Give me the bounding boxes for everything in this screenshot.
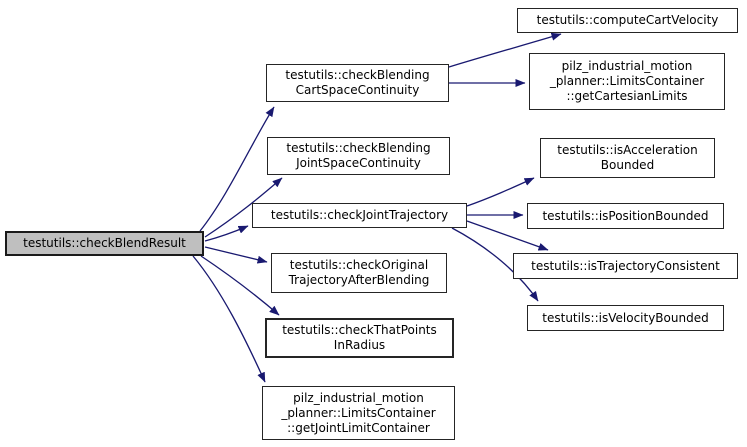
node-checkOriginalTrajectoryAfterBlending[interactable]: testutils::checkOriginal TrajectoryAfter…	[271, 253, 447, 293]
node-isAccelerationBounded[interactable]: testutils::isAcceleration Bounded	[540, 138, 715, 178]
node-computeCartVelocity[interactable]: testutils::computeCartVelocity	[517, 8, 738, 33]
node-checkBlendResult: testutils::checkBlendResult	[5, 231, 204, 256]
edge-checkBlendResult-checkBlendingJointSpaceContinuity	[204, 177, 283, 238]
edge-checkJointTrajectory-isTrajectoryConsistent	[466, 220, 549, 251]
node-getJointLimitContainer[interactable]: pilz_industrial_motion _planner::LimitsC…	[262, 386, 455, 440]
edge-checkBlendResult-checkJointTrajectory	[204, 225, 249, 242]
edge-checkBlendResult-checkOriginalTrajectoryAfterBlending	[204, 246, 268, 264]
node-checkBlendingCartSpaceContinuity[interactable]: testutils::checkBlending CartSpaceContin…	[266, 64, 449, 102]
edge-checkBlendResult-checkBlendingCartSpaceContinuity	[199, 106, 275, 232]
node-checkJointTrajectory[interactable]: testutils::checkJointTrajectory	[252, 203, 467, 228]
node-getCartesianLimits[interactable]: pilz_industrial_motion _planner::LimitsC…	[529, 53, 725, 110]
node-isPositionBounded[interactable]: testutils::isPositionBounded	[527, 203, 724, 229]
edge-checkBlendResult-getJointLimitContainer	[192, 255, 266, 383]
edge-checkJointTrajectory-isAccelerationBounded	[466, 177, 535, 207]
node-isVelocityBounded[interactable]: testutils::isVelocityBounded	[527, 305, 724, 331]
node-isTrajectoryConsistent[interactable]: testutils::isTrajectoryConsistent	[513, 253, 738, 279]
node-checkBlendingJointSpaceContinuity[interactable]: testutils::checkBlending JointSpaceConti…	[267, 137, 450, 175]
edge-checkBlendResult-checkThatPointsInRadius	[200, 255, 280, 316]
node-checkThatPointsInRadius[interactable]: testutils::checkThatPoints InRadius	[265, 318, 454, 358]
edge-checkJointTrajectory-isVelocityBounded	[451, 227, 539, 302]
edge-checkBlendingCartSpaceContinuity-computeCartVelocity	[448, 32, 562, 68]
